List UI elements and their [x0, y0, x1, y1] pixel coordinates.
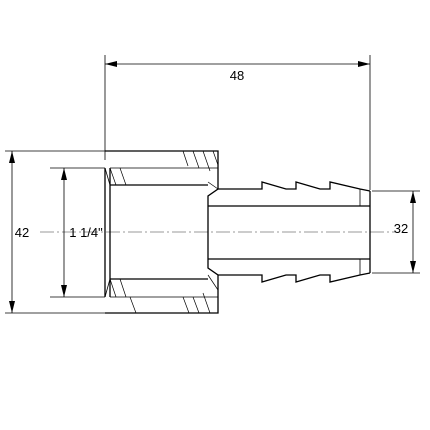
dimension-thread-size: 1 1/4"	[50, 167, 105, 298]
hose-tail	[208, 181, 371, 283]
overall-length-label: 48	[230, 68, 244, 83]
section-hatching	[109, 150, 219, 314]
thread-size-label: 1 1/4"	[69, 225, 103, 240]
fitting-outline	[104, 150, 219, 314]
hose-tail-diameter-label: 32	[394, 221, 408, 236]
dimension-overall-length: 48	[104, 55, 371, 190]
outer-diameter-label: 42	[15, 225, 29, 240]
dimension-hose-tail-diameter: 32	[372, 190, 420, 274]
dimension-outer-diameter: 42	[5, 150, 105, 314]
